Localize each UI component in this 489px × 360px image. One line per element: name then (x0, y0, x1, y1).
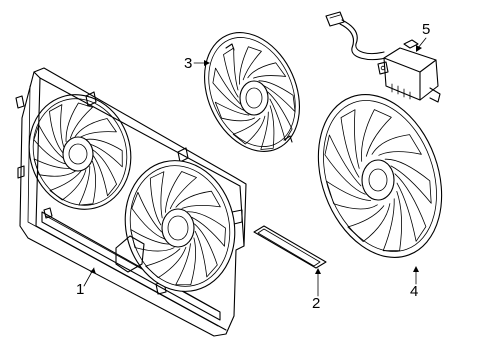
blades3-blade (232, 115, 266, 145)
bladesR-blade (175, 237, 197, 286)
blades3-blade (260, 105, 275, 150)
blades4-blade (361, 109, 392, 162)
blades4-blade (340, 109, 360, 178)
bladesL-blade (78, 160, 97, 206)
callout-4-label: 4 (410, 283, 418, 300)
bladesL-blade (74, 118, 117, 138)
bladesR-blade (165, 171, 197, 213)
bladesR-blade (187, 211, 226, 247)
callout-1-label: 1 (76, 281, 84, 298)
blades3-blade (247, 62, 287, 79)
fan-shroud-assembly (15, 67, 247, 337)
blades3-blade (267, 91, 293, 141)
bladesR-blade (131, 191, 165, 240)
callout-3: 3 (184, 55, 210, 72)
blades4-blade (371, 134, 422, 156)
bladesR-blade (149, 171, 165, 226)
blades3-blade (239, 46, 262, 85)
callout-5-label: 5 (422, 21, 430, 38)
bladesL-blade (85, 138, 123, 168)
fan-control-module (325, 11, 441, 103)
callout-2: 2 (312, 268, 321, 312)
blades4-blade (382, 191, 402, 252)
bladesL-blade (49, 169, 87, 201)
callout-5: 5 (416, 21, 430, 52)
callout-2-label: 2 (312, 295, 320, 312)
callout-4: 4 (410, 266, 419, 300)
blades4-blade (324, 134, 366, 195)
bladesR-blade (175, 190, 221, 209)
bladesL-blade (65, 102, 93, 143)
blades3-blade (258, 80, 296, 113)
fan-lower (317, 94, 443, 258)
seal-strip (253, 225, 327, 269)
blades3-blade (223, 47, 239, 98)
callout-1: 1 (76, 267, 96, 298)
blades4-blade (326, 180, 378, 210)
bladesR-blade (194, 223, 218, 278)
blades4-blade (384, 158, 432, 204)
bladesL-blade (33, 124, 67, 165)
fan-upper (203, 32, 301, 152)
blades3-blade (212, 67, 245, 111)
bladesR-blade (145, 246, 187, 279)
bladesL-blade (33, 158, 76, 177)
shroud-fan-left (28, 94, 132, 210)
callout-3-label: 3 (184, 55, 192, 72)
bladesL-blade (49, 104, 64, 153)
shroud-fan-right (124, 160, 236, 292)
blades4-blade (394, 173, 427, 242)
blades3-blade (214, 101, 256, 122)
bladesR-blade (130, 229, 175, 252)
bladesL-blade (91, 149, 117, 197)
blades4-blade (347, 203, 391, 242)
